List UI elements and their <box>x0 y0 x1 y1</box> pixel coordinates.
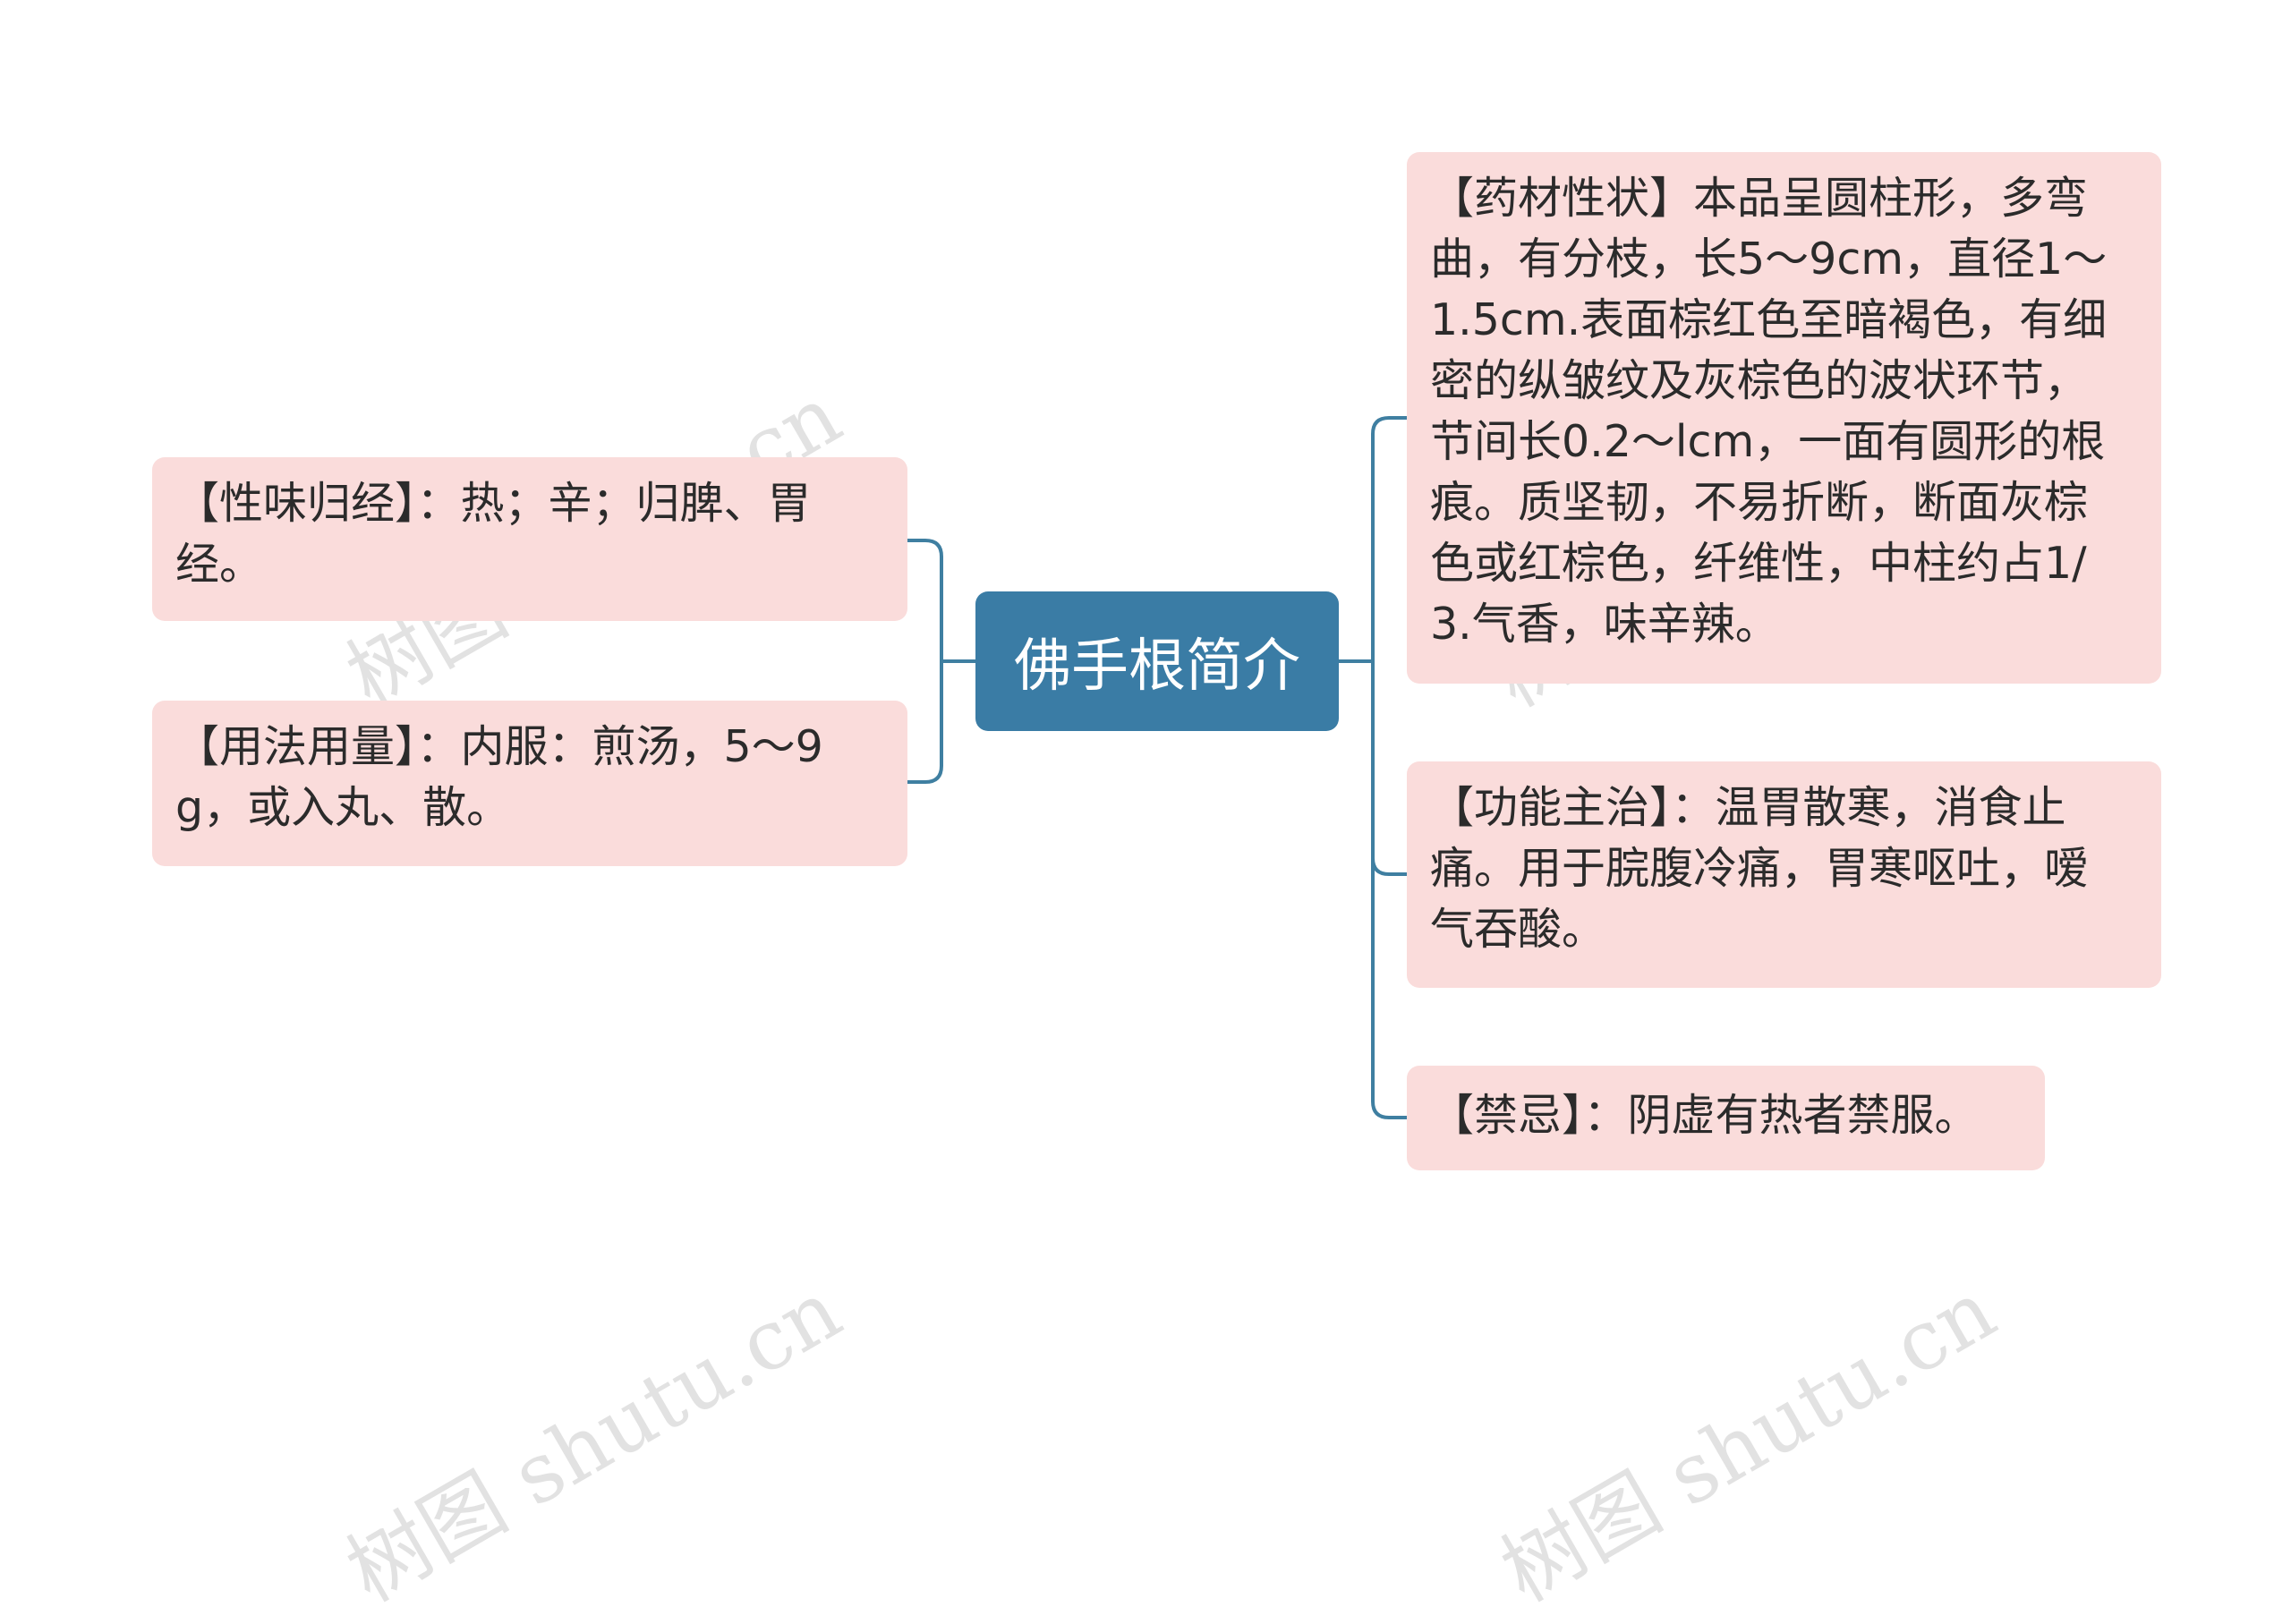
topic-line: 3.气香，味辛辣。 <box>1430 599 1779 650</box>
central-topic[interactable]: 佛手根简介 <box>975 591 1339 731</box>
topic-line: 节间长0.2～lcm，一面有圆形的根 <box>1430 416 2106 467</box>
topic-line: 气吞酸。 <box>1430 904 1606 955</box>
central-topic-label: 佛手根简介 <box>1014 633 1300 700</box>
topic-usage-dosage[interactable]: 【用法用量】：内服：煎汤，5～9 g，或入丸、散。 <box>152 701 907 866</box>
topic-line: 痕。质坚韧，不易折断，断面灰棕 <box>1430 477 2089 528</box>
topic-functions-indications[interactable]: 【功能主治】：温胃散寒，消食止 痛。用于脘腹冷痛，胃寒呕吐，嗳 气吞酸。 <box>1407 761 2161 988</box>
topic-line: 经。 <box>175 539 264 590</box>
topic-line: 【用法用量】：内服：煎汤，5～9 <box>175 721 823 772</box>
topic-line: 1.5cm.表面棕红色至暗褐色，有细 <box>1430 294 2108 345</box>
topic-line: 【禁忌】：阴虚有热者禁服。 <box>1430 1090 1979 1141</box>
topic-herb-characteristics[interactable]: 【药材性状】本品呈圆柱形，多弯 曲，有分枝，长5～9cm，直径1～ 1.5cm.… <box>1407 152 2161 684</box>
topic-properties-meridian[interactable]: 【性味归经】：热；辛；归脾、胃 经。 <box>152 457 907 621</box>
connector-right-1 <box>1371 416 1407 1119</box>
topic-line: 【药材性状】本品呈圆柱形，多弯 <box>1430 173 2089 224</box>
topic-line: 【性味归经】：热；辛；归脾、胃 <box>175 478 812 529</box>
connector-left-1 <box>907 539 943 784</box>
topic-line: 曲，有分枝，长5～9cm，直径1～ <box>1430 234 2108 285</box>
topic-contraindications[interactable]: 【禁忌】：阴虚有热者禁服。 <box>1407 1066 2045 1170</box>
topic-line: 痛。用于脘腹冷痛，胃寒呕吐，嗳 <box>1430 843 2089 894</box>
topic-line: 【功能主治】：温胃散寒，消食止 <box>1430 782 2066 833</box>
topic-line: 密的纵皱纹及灰棕色的波状环节， <box>1430 355 2089 406</box>
connectors <box>907 416 1407 1119</box>
topic-line: g，或入丸、散。 <box>175 782 511 833</box>
connector-right-2 <box>1371 857 1407 876</box>
topic-line: 色或红棕色，纤维性，中柱约占1/ <box>1430 538 2087 589</box>
